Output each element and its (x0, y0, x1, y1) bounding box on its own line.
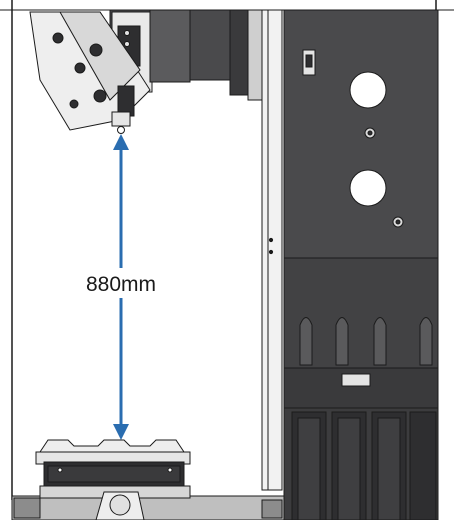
column-body (283, 9, 439, 520)
work-table (11, 439, 285, 520)
guide-rails (247, 9, 283, 491)
arrowhead-up-icon (113, 134, 129, 150)
dimension-label: 880mm (86, 273, 156, 296)
arrowhead-down-icon (113, 424, 129, 440)
dimension-arrow: 880mm (70, 134, 172, 440)
dimension-label-bg (70, 268, 172, 298)
spindle-head (29, 9, 249, 134)
